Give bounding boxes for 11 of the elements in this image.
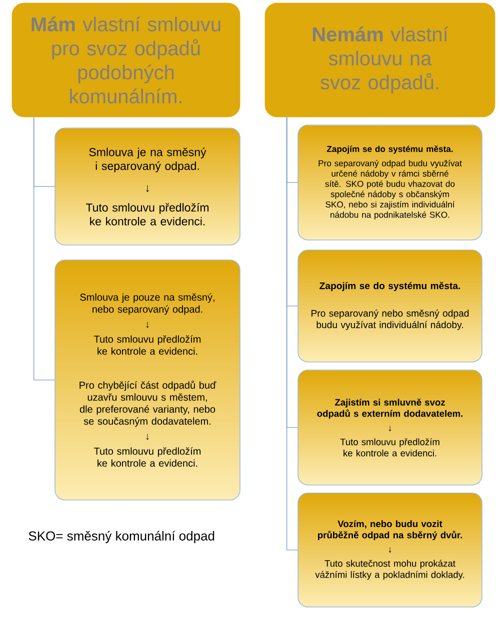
connector-line [33,116,55,380]
heading-box: Mám vlastní smlouvu pro svoz odpadů podobných komunálním. [12,2,240,118]
process-box: Vozím, nebo budu vozit průběžně odpad na sběrný dvůr. ↓ Tuto skutečnost mohu prokázat vážními lístky a pokladními doklady. [298,492,482,608]
process-box: Zapojím se do systému města. Pro separovaný nebo směsný odpad budu využívat individuální nádoby. [298,250,482,362]
process-box: Smlouva je na směsný i separovaný odpad. ↓ Tuto smlouvu předložím ke kontrole a evidenci. [54,128,240,246]
process-box: Zajistím si smluvně svoz odpadů s externím dodavatelem. ↓ Tuto smlouvu předložím ke kontrole a evidenci. [298,370,482,486]
note-text: SKO= směsný komunální odpad [28,530,214,544]
process-box: Smlouva je pouze na směsný, nebo separovaný odpad. ↓ Tuto smlouvu předložím ke kontrole a evidenci. Pro chybějící část odpadů buď uzavřu smlouvu s městem, dle preferované varianty, nebo se současným dodavatelem. ↓ Tuto smlouvu předložím ke kontrole a evidenci. [54,260,240,500]
process-box: Zapojím se do systému města. Pro separovaný odpad budu využívat určené nádoby v rámci sběrné sítě. SKO poté budu vhazovat do společné nádoby s občanským SKO, nebo si zajistím individuální nádobu na podnikatelské SKO. [298,124,482,240]
connector-line [286,116,298,550]
heading-box: Nemám vlastní smlouvu na svoz odpadů. [264,2,496,118]
